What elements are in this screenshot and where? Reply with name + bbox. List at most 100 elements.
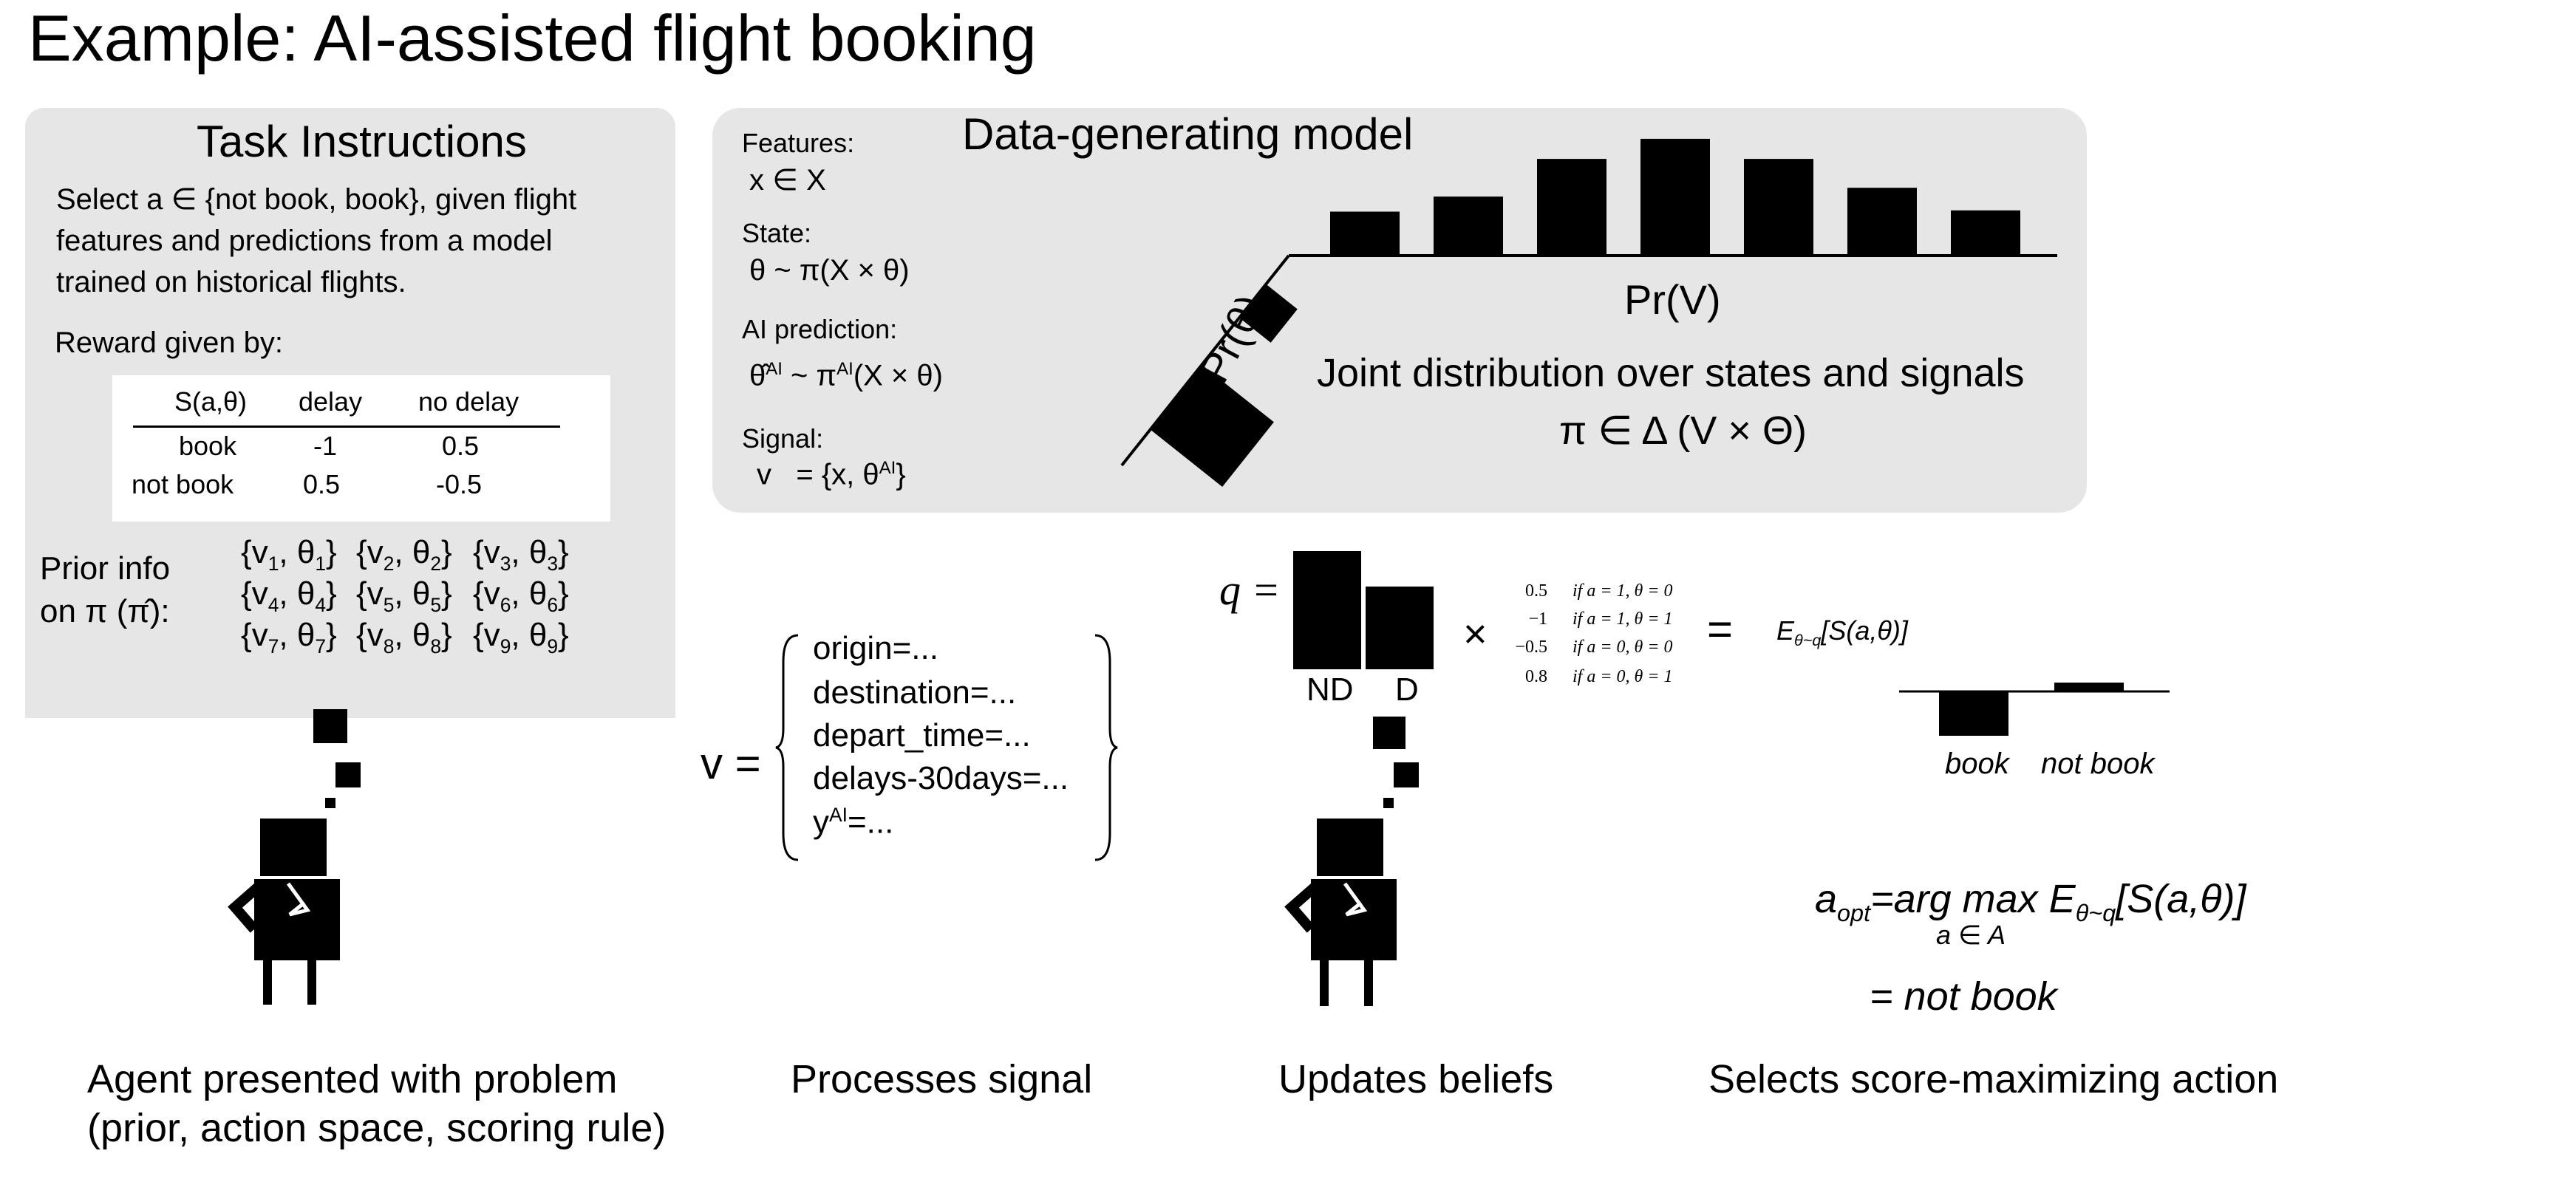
model-heading: Data-generating model [962, 109, 1414, 159]
action-label-not-book: not book [2041, 748, 2155, 780]
thought-bubble-small [325, 798, 335, 808]
signal-field-depart-time: depart_time=... [813, 717, 1031, 753]
left-brace [775, 634, 799, 861]
state-value: θ ~ π(X × θ) [749, 254, 910, 287]
agent-arm-left [1284, 882, 1319, 933]
signal-field-ai-prediction: yAI=... [813, 804, 894, 841]
caption-process: Processes signal [791, 1057, 1093, 1101]
table-header-score: S(a,θ) [174, 386, 248, 417]
pr-v-bar [1847, 188, 1917, 256]
reward-label: Reward given by: [55, 327, 284, 359]
features-value: x ∈ X [749, 164, 826, 196]
agent-arm-left [228, 882, 262, 933]
equals-operator: = [1707, 604, 1734, 654]
thought-bubble-small [1383, 798, 1394, 808]
signal-label: Signal: [742, 423, 824, 454]
pr-v-bar [1537, 159, 1606, 256]
expected-score-label: Eθ~q[S(a,θ)] [1776, 615, 1908, 650]
caption-update: Updates beliefs [1278, 1057, 1554, 1101]
belief-bar-label-nd: ND [1306, 671, 1354, 708]
prior-pair: {v8, θ8} [356, 617, 452, 657]
table-cell-book-no-delay: 0.5 [442, 431, 480, 461]
pr-v-label: Pr(V) [1624, 276, 1721, 323]
prior-pair: {v7, θ7} [241, 617, 337, 657]
table-header-delay: delay [299, 386, 363, 417]
caption-agent-line-1: Agent presented with problem [87, 1057, 618, 1101]
pr-v-bar [1951, 210, 2020, 256]
agent-head [260, 819, 327, 876]
data-generating-model-panel [712, 108, 2087, 513]
belief-bar [1293, 551, 1361, 669]
expected-score-bar [2054, 683, 2124, 691]
features-label: Features: [742, 128, 855, 158]
prior-pair: {v4, θ4} [241, 575, 337, 616]
task-line-3: trained on historical flights. [56, 266, 406, 298]
prior-label-line-2: on π (π̂): [40, 593, 170, 629]
agent-body [1311, 879, 1397, 960]
case-value-3: −0.5 [1515, 638, 1547, 657]
agent-thinking-figure [228, 709, 361, 1005]
expected-score-bar [1939, 691, 2008, 736]
pr-v-bar [1434, 196, 1503, 256]
right-brace [1094, 634, 1118, 861]
table-header-no-delay: no delay [418, 386, 519, 417]
table-cell-book-delay: -1 [313, 431, 338, 461]
prior-label-line-1: Prior info [40, 550, 171, 587]
action-label-book: book [1945, 748, 2009, 780]
agent-updating-figure [1284, 717, 1419, 1006]
prior-pair: {v1, θ1} [241, 534, 337, 575]
signal-field-destination: destination=... [813, 674, 1017, 711]
signal-field-delays: delays-30days=... [813, 760, 1069, 796]
pr-theta-bar [1151, 365, 1274, 488]
table-rule [133, 426, 560, 428]
agent-leg-right [307, 960, 316, 1005]
belief-lhs: q = [1219, 566, 1281, 614]
task-line-1: Select a ∈ {not book, book}, given fligh… [56, 183, 577, 216]
table-row-not-book-label: not book [132, 469, 234, 499]
optimal-action-result: = not book [1870, 974, 2057, 1019]
thought-bubble-medium [1394, 762, 1419, 787]
pr-v-bar [1640, 138, 1710, 256]
case-value-1: 0.5 [1525, 581, 1547, 601]
pr-theta-bar [1239, 284, 1298, 343]
agent-leg-left [263, 960, 272, 1005]
signal-value: v = {x, θAI} [757, 458, 906, 491]
prior-pair: {v9, θ9} [473, 617, 569, 657]
table-cell-not-book-delay: 0.5 [303, 469, 341, 499]
prior-pair: {v3, θ3} [473, 534, 569, 575]
case-condition-3: if a = 0, θ = 0 [1572, 638, 1673, 657]
agent-head [1317, 819, 1383, 876]
joint-distribution-caption: Joint distribution over states and signa… [1317, 351, 2025, 395]
agent-arm-right [1343, 882, 1368, 917]
table-cell-not-book-no-delay: -0.5 [436, 469, 483, 499]
caption-agent-line-2: (prior, action space, scoring rule) [87, 1106, 667, 1150]
belief-bar-label-d: D [1395, 671, 1419, 708]
thought-bubble-large [1373, 717, 1405, 749]
agent-leg-left [1320, 960, 1329, 1006]
pr-theta-axis [1120, 254, 1290, 467]
case-condition-4: if a = 0, θ = 1 [1572, 667, 1673, 686]
case-value-2: −1 [1528, 609, 1547, 629]
prior-pair: {v2, θ2} [356, 534, 452, 575]
page-title: Example: AI-assisted flight booking [28, 1, 1037, 75]
joint-distribution-formula: π ∈ Δ (V × Θ) [1559, 409, 1807, 453]
belief-bars [1293, 551, 1434, 669]
case-condition-1: if a = 1, θ = 0 [1572, 581, 1673, 601]
signal-field-origin: origin=... [813, 630, 938, 666]
agent-body [254, 879, 340, 960]
argmax-subscript: a ∈ A [1936, 920, 2006, 950]
prior-pair: {v5, θ5} [356, 575, 452, 616]
agent-leg-right [1364, 960, 1373, 1006]
thought-bubble-large [313, 709, 347, 743]
ai-prediction-label: AI prediction: [742, 314, 898, 344]
state-label: State: [742, 218, 812, 248]
reward-table [112, 375, 610, 522]
case-condition-2: if a = 1, θ = 1 [1572, 609, 1673, 629]
table-row-book-label: book [179, 431, 237, 461]
expected-score-chart [1899, 683, 2170, 736]
times-operator: × [1463, 610, 1488, 657]
ai-prediction-value: θ̂AI ~ πAI(X × θ) [749, 359, 943, 392]
pr-theta-bars [1151, 284, 1298, 488]
pr-v-bars [1330, 138, 2020, 256]
model-distribution-plot [1120, 138, 2057, 488]
